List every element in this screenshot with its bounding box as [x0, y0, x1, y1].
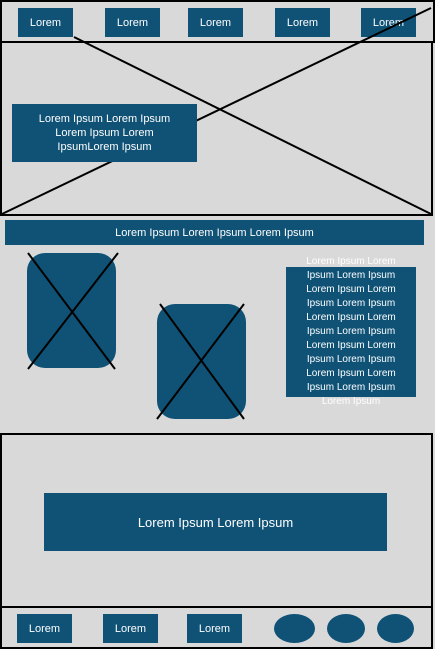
nav-item-4[interactable]: Lorem	[275, 8, 330, 37]
nav-item-3[interactable]: Lorem	[188, 8, 243, 37]
footer-item-1[interactable]: Lorem	[17, 614, 72, 643]
side-text-block: Lorem Ipsum Lorem Ipsum Lorem Ipsum Lore…	[286, 256, 416, 407]
footer-item-2[interactable]: Lorem	[103, 614, 158, 643]
social-icon-1[interactable]	[274, 614, 315, 643]
nav-item-1[interactable]: Lorem	[18, 8, 73, 37]
footer-item-3[interactable]: Lorem	[187, 614, 242, 643]
nav-item-5[interactable]: Lorem	[361, 8, 416, 37]
hero-text-box: Lorem Ipsum Lorem Ipsum Lorem Ipsum Lore…	[12, 104, 197, 162]
nav-item-2[interactable]: Lorem	[105, 8, 160, 37]
social-icon-2[interactable]	[327, 614, 365, 643]
content-title-strip: Lorem Ipsum Lorem Ipsum Lorem Ipsum	[5, 220, 424, 245]
social-icon-3[interactable]	[377, 614, 414, 643]
cta-button[interactable]: Lorem Ipsum Lorem Ipsum	[44, 493, 387, 551]
